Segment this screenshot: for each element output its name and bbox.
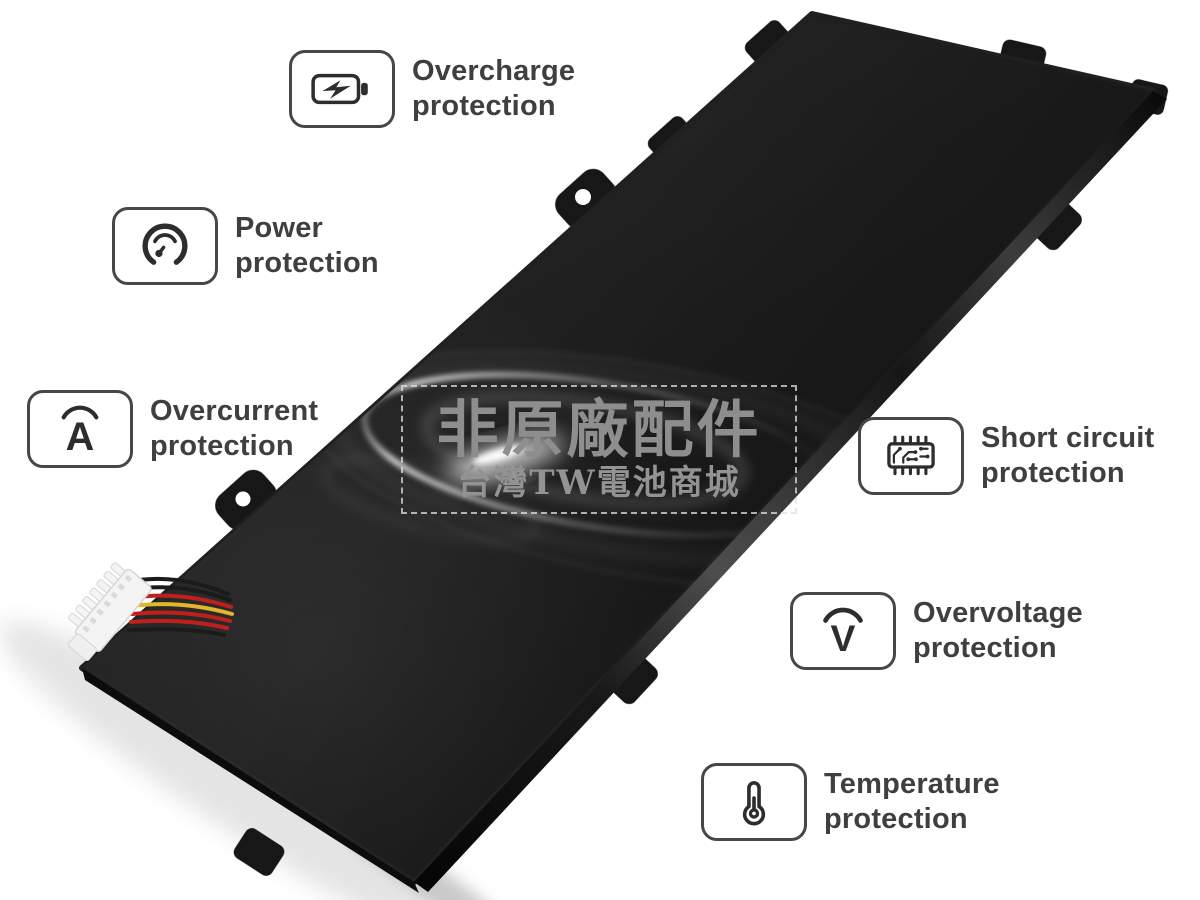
callout-label: Power protection <box>235 211 379 281</box>
callout-label-line1: Temperature <box>824 768 1000 800</box>
mounting-tab <box>233 827 285 877</box>
callout-label-line2: protection <box>981 457 1125 489</box>
thermometer-icon <box>701 763 807 841</box>
wire-red <box>130 610 232 623</box>
power-gauge-glyph <box>142 223 188 265</box>
wire-black <box>127 627 226 637</box>
callout-label: Short circuit protection <box>981 421 1154 491</box>
callout-label-line2: protection <box>412 90 556 122</box>
callout-label-line1: Overvoltage <box>913 597 1083 629</box>
callout-label-line1: Power <box>235 212 324 244</box>
callout-label: Overvoltage protection <box>913 596 1083 666</box>
battery-charge-icon <box>289 50 395 128</box>
callout-label-line2: protection <box>150 430 294 462</box>
ampere-arc-glyph: A <box>61 405 99 457</box>
battery-side-bottom <box>82 668 419 893</box>
callout-label-line1: Overcharge <box>412 55 576 87</box>
callout-overvoltage: V Overvoltage protection <box>790 592 1083 670</box>
wire-yellow <box>130 602 234 616</box>
callout-label-line2: protection <box>235 247 379 279</box>
callout-overcurrent: A Overcurrent protection <box>27 390 318 468</box>
lug-screw-hole <box>575 189 591 205</box>
power-gauge-icon <box>112 207 218 285</box>
lug-screw-hole <box>235 491 251 507</box>
wire-red <box>129 618 229 630</box>
callout-temperature: Temperature protection <box>701 763 1000 841</box>
callout-label: Temperature protection <box>824 767 1000 837</box>
callout-label-line1: Short circuit <box>981 422 1155 454</box>
ampere-letter: A <box>66 415 95 457</box>
battery-side-right <box>414 91 1167 892</box>
battery-charge-glyph <box>311 73 368 105</box>
callout-overcharge: Overcharge protection <box>289 50 575 128</box>
circuit-chip-glyph <box>887 435 935 475</box>
callout-short-circuit: Short circuit protection <box>858 417 1154 495</box>
ampere-arc-icon: A <box>27 390 133 468</box>
callout-label-line2: protection <box>913 632 1057 664</box>
callout-label-line1: Overcurrent <box>150 395 319 427</box>
thermometer-glyph <box>742 781 766 826</box>
callout-label: Overcurrent protection <box>150 394 318 464</box>
battery-connector-plug <box>68 562 152 661</box>
callout-power: Power protection <box>112 207 379 285</box>
callout-label: Overcharge protection <box>412 54 575 124</box>
face-vignette <box>82 14 1153 882</box>
voltage-letter: V <box>831 617 856 659</box>
callout-label-line2: protection <box>824 803 968 835</box>
voltage-arc-icon: V <box>790 592 896 670</box>
circuit-chip-icon <box>858 417 964 495</box>
voltage-arc-glyph: V <box>823 607 863 659</box>
